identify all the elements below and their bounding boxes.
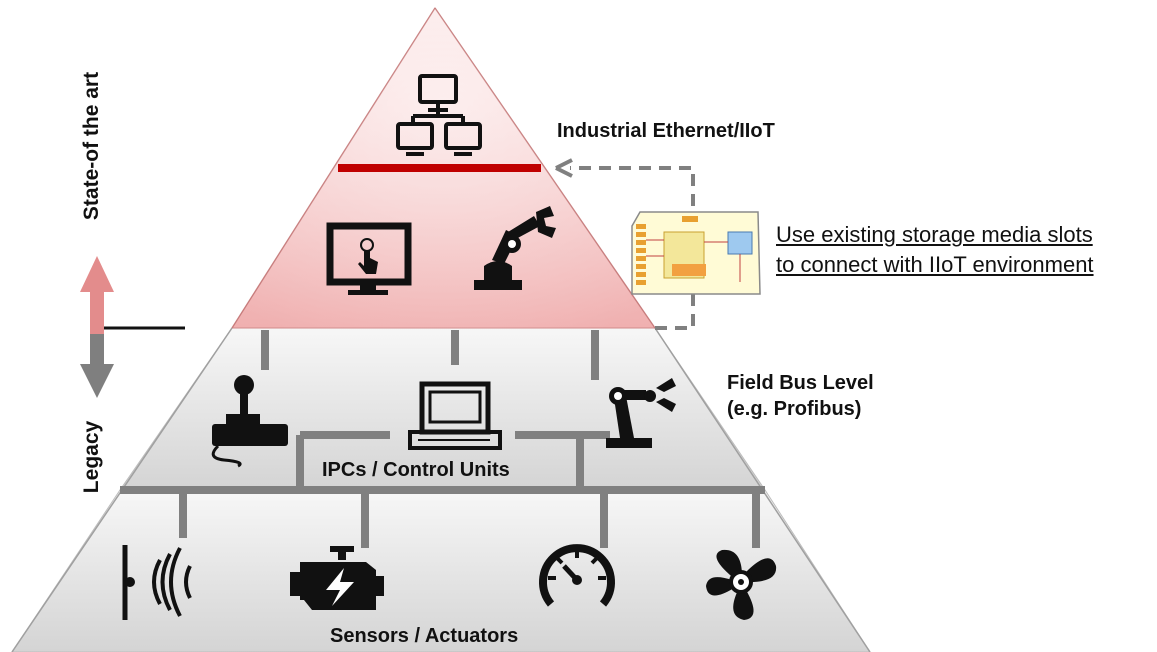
field-bus-lines bbox=[120, 330, 765, 548]
pc-terminal-icon bbox=[408, 381, 502, 450]
level-label-control-units: IPCs / Control Units bbox=[322, 459, 510, 481]
note-line-2: to connect with IIoT environment bbox=[776, 252, 1094, 277]
touch-monitor-icon bbox=[326, 222, 412, 295]
fan-icon bbox=[706, 549, 777, 620]
iiot-bus-line bbox=[338, 164, 541, 172]
axis-label-legacy: Legacy bbox=[80, 420, 103, 494]
robot-arm-icon bbox=[474, 206, 556, 290]
note-line-1: Use existing storage media slots bbox=[776, 222, 1093, 247]
gauge-icon bbox=[539, 544, 615, 607]
engine-icon bbox=[290, 546, 384, 610]
joystick-icon bbox=[211, 375, 288, 468]
level-label-sensors: Sensors / Actuators bbox=[330, 625, 519, 647]
level-sublabel-fieldbus: (e.g. Profibus) bbox=[727, 398, 862, 420]
axis-label-state-of-art: State-of the art bbox=[80, 71, 103, 221]
iiot-connector-arrowhead bbox=[555, 158, 573, 178]
network-computers-icon bbox=[396, 74, 482, 156]
robot-gripper-icon bbox=[606, 378, 676, 448]
level-label-iiot: Industrial Ethernet/IIoT bbox=[557, 120, 775, 142]
proximity-sensor-icon bbox=[122, 545, 192, 620]
sd-card-icon bbox=[631, 211, 761, 295]
state-axis-arrow bbox=[80, 256, 185, 398]
level-label-fieldbus: Field Bus Level bbox=[727, 372, 874, 394]
